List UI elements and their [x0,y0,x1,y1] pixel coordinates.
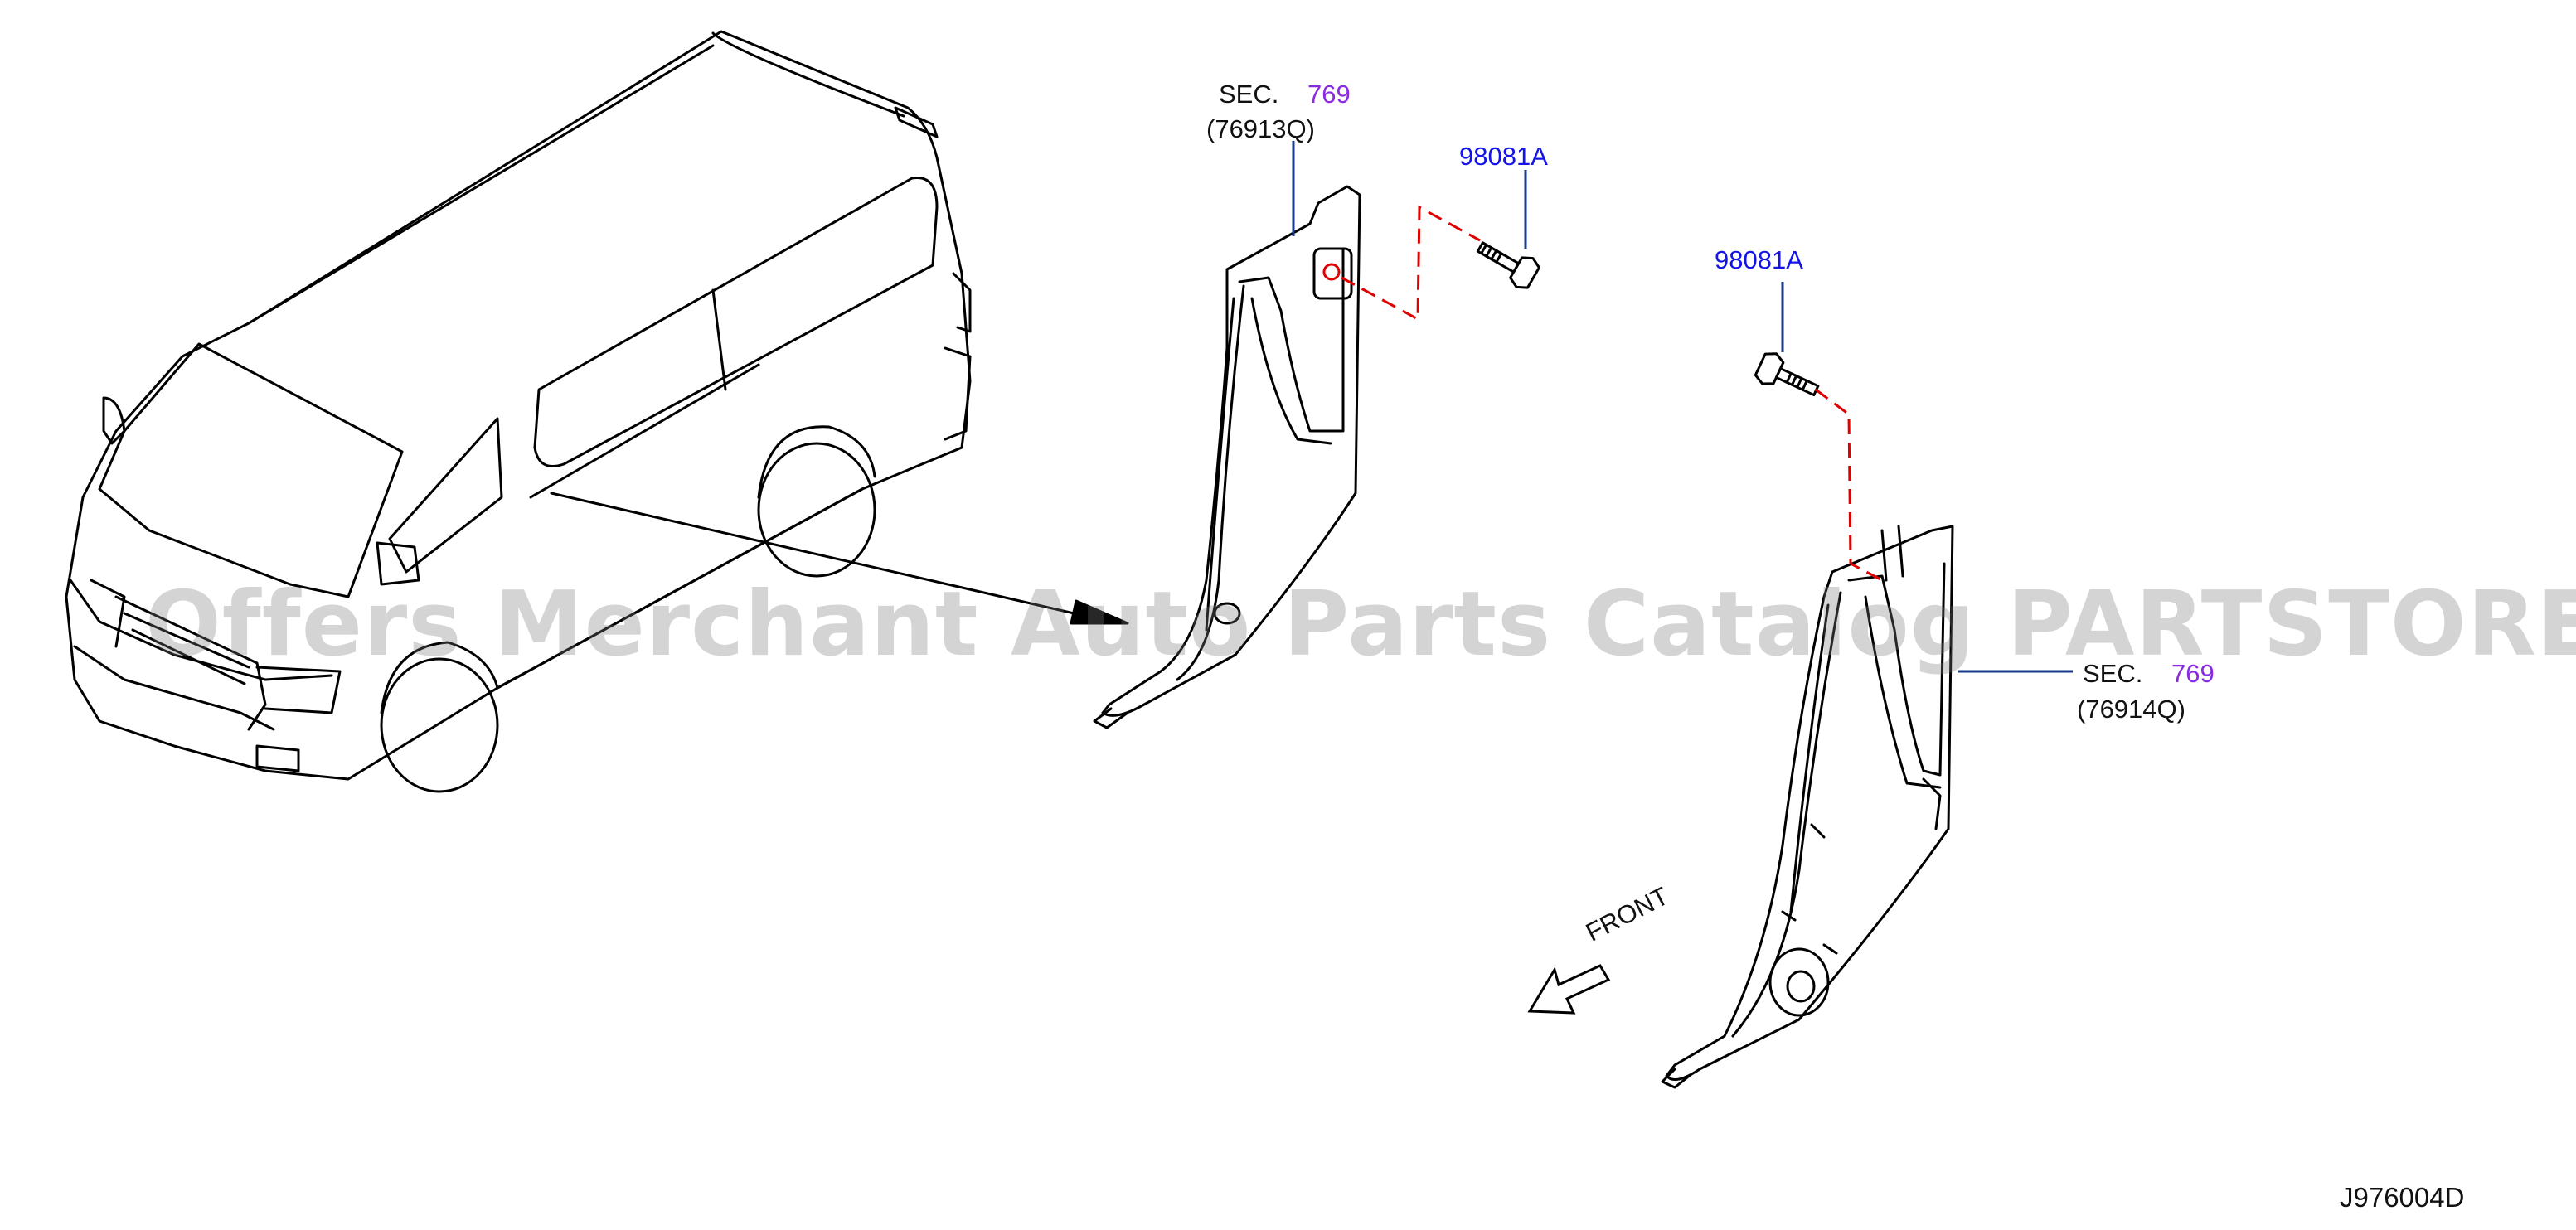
sec-label-lower: SEC. 769 [2083,661,2215,686]
bolt-upper-icon [1476,241,1540,289]
sec-text-upper: SEC. [1219,80,1279,109]
sec-number-upper[interactable]: 769 [1307,80,1351,109]
location-arrow [550,492,1129,625]
front-arrow-icon [1527,964,1611,1015]
sec-number-lower[interactable]: 769 [2171,659,2215,688]
rear-pillar-trim-upper [1093,185,1361,729]
drawing-id: J976004D [2340,1182,2465,1213]
bolt-lower-icon [1754,352,1820,397]
assembly-lines [1341,205,1883,582]
part-number-bolt-upper[interactable]: 98081A [1459,142,1548,171]
van-illustration [65,30,972,793]
sec-label-upper: SEC. 769 [1219,81,1351,107]
part-number-76914q: (76914Q) [2077,695,2185,724]
part-number-bolt-lower[interactable]: 98081A [1715,245,1803,274]
rear-pillar-trim-lower [1661,525,1954,1089]
sec-text-lower: SEC. [2083,659,2143,688]
watermark: Offers Merchant Auto Parts Catalog PARTS… [145,573,2576,676]
leader-lines [1292,141,2073,673]
part-number-76913q: (76913Q) [1206,114,1315,143]
